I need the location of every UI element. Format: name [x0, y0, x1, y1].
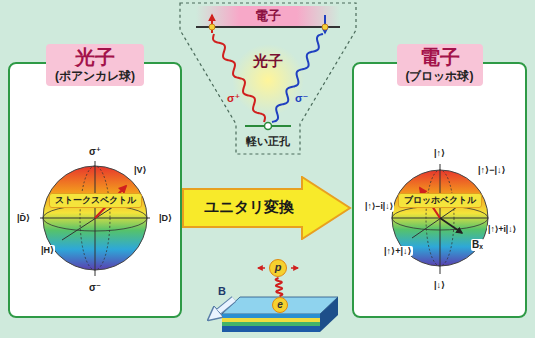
particle-symbol: p [270, 260, 286, 275]
photon-wave [213, 34, 265, 122]
state-label: |H⟩ [40, 245, 55, 255]
unitary-arrow: ユニタリ変換 [182, 176, 352, 240]
panel-subtitle: (ポアンカレ球) [55, 69, 135, 83]
field-label: Bₓ [471, 239, 484, 251]
level-label: 軽い正孔 [176, 135, 360, 148]
polarization-label: σ⁺ [88, 146, 102, 158]
vector-tag: ブロッホベクトル [398, 193, 482, 208]
panel-title: 光子 [55, 45, 135, 69]
polarization-label: σ⁻ [88, 282, 102, 294]
polarization-label: σ⁺ [227, 92, 240, 105]
state-label: |↑⟩+i|↓⟩ [487, 225, 517, 235]
state-label: |↑⟩−i|↓⟩ [364, 202, 394, 212]
electron-dot: e [272, 297, 288, 313]
vector-name: ブロッホベクトル [404, 195, 476, 206]
panel-subtitle: (ブロッホ球) [406, 69, 474, 83]
panel-heading: 光子(ポアンカレ球) [46, 44, 144, 86]
photon-wave [276, 278, 283, 296]
sample-slab [222, 297, 338, 332]
photon-dot: p [269, 259, 287, 277]
field-arrow [212, 299, 234, 317]
vector-tag: ストークスベクトル [49, 193, 142, 208]
state-label: |D⟩ [158, 213, 173, 223]
state-label: |V⟩ [133, 165, 148, 175]
state-label: |D̄⟩ [16, 213, 31, 223]
level-label: 光子 [176, 52, 360, 70]
state-label: |↑⟩ [433, 148, 446, 158]
photon-wave [272, 34, 323, 122]
field-label: B [218, 285, 226, 298]
panel-title: 電子 [406, 45, 474, 69]
state-label: |↓⟩ [433, 280, 446, 290]
vector-name: ストークスベクトル [55, 195, 136, 206]
state-label: |↑⟩+|↓⟩ [383, 246, 413, 256]
transition-region: 電子光子軽い正孔 [176, 0, 360, 156]
photon-panel: ストークスベクトル光子(ポアンカレ球) [8, 62, 182, 318]
level-label: 電子 [176, 8, 360, 24]
poincare-sphere [40, 161, 150, 276]
arrow-label: ユニタリ変換 [186, 198, 312, 216]
panel-ground [8, 62, 182, 318]
bloch-sphere [392, 164, 488, 274]
dashed-outline [176, 0, 360, 156]
panel-ground [352, 62, 527, 318]
panel-heading: 電子(ブロッホ球) [397, 44, 483, 86]
particle-symbol: e [273, 298, 287, 311]
polarization-label: σ⁻ [295, 92, 308, 105]
state-label: |↑⟩−|↓⟩ [477, 165, 507, 175]
